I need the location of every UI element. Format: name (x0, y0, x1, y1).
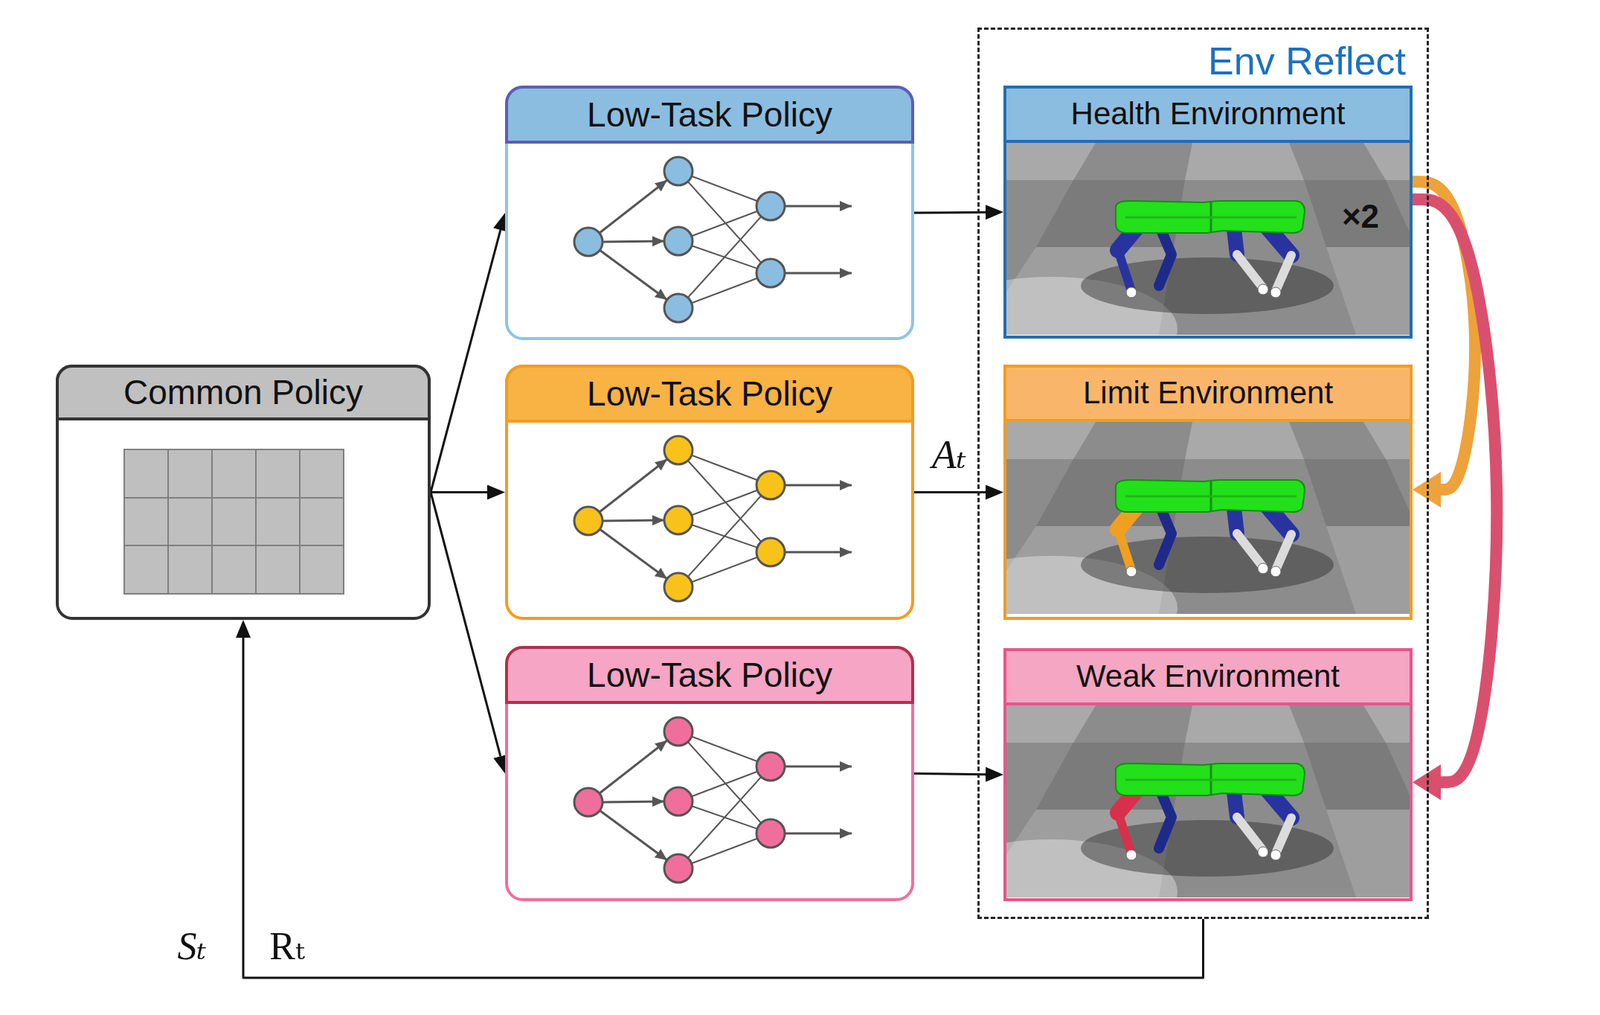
policy-box: Low-Task Policy (505, 364, 915, 620)
box-title: Weak Environment (1076, 659, 1340, 694)
flow-arrow (430, 490, 488, 494)
box-title: Health Environment (1071, 96, 1346, 131)
box-title: Common Policy (123, 373, 363, 412)
flow-arrow (430, 492, 501, 757)
table-line (211, 449, 213, 594)
table-line (124, 496, 344, 499)
table-line (167, 449, 169, 594)
robot-scene (924, 142, 1410, 381)
table-line (124, 544, 344, 546)
box-title: Low-Task Policy (586, 95, 833, 134)
flow-arrow (914, 773, 986, 775)
multiplier-label: ×2 (1338, 198, 1383, 235)
header-band: Low-Task Policy (505, 645, 915, 704)
group-title: Env Reflect (1207, 40, 1406, 83)
group-frame: Env ReflectHealth EnvironmentLimit Envir… (977, 27, 1429, 919)
environment-box: Weak Environment (1003, 647, 1413, 901)
flow-arrow (914, 211, 986, 215)
common-policy-box: Common Policy (55, 364, 431, 620)
frame-title-holder: Env Reflect (1207, 40, 1406, 83)
header-band: Low-Task Policy (505, 364, 915, 423)
robot-scene (924, 705, 1410, 944)
neural-net (574, 717, 852, 883)
table-grid (124, 449, 344, 594)
box-title: Limit Environment (1083, 375, 1333, 410)
transfer-arrow (1412, 181, 1476, 490)
flow-arrow (430, 229, 501, 492)
neural-net (574, 435, 852, 602)
robot-scene (924, 421, 1410, 660)
box-title: Low-Task Policy (586, 656, 833, 695)
transfer-arrow (1412, 199, 1497, 782)
header-band: Limit Environment (1003, 364, 1413, 422)
flow-arrow (914, 490, 986, 494)
neural-net (574, 156, 852, 323)
policy-table (124, 449, 344, 594)
header-band: Low-Task Policy (505, 85, 915, 144)
edge-label: Sₜ (174, 924, 210, 967)
header-band: Weak Environment (1003, 647, 1413, 706)
policy-box: Low-Task Policy (505, 645, 915, 901)
box-title: Low-Task Policy (586, 374, 833, 413)
edge-label: Aₜ (929, 432, 970, 477)
header-band: Common Policy (55, 364, 431, 421)
table-line (255, 449, 257, 594)
environment-box: Limit Environment (1003, 364, 1413, 620)
signal-label: Rₜ (266, 924, 308, 967)
policy-box: Low-Task Policy (505, 85, 915, 340)
header-band: Health Environment (1003, 85, 1413, 143)
table-line (299, 449, 301, 594)
